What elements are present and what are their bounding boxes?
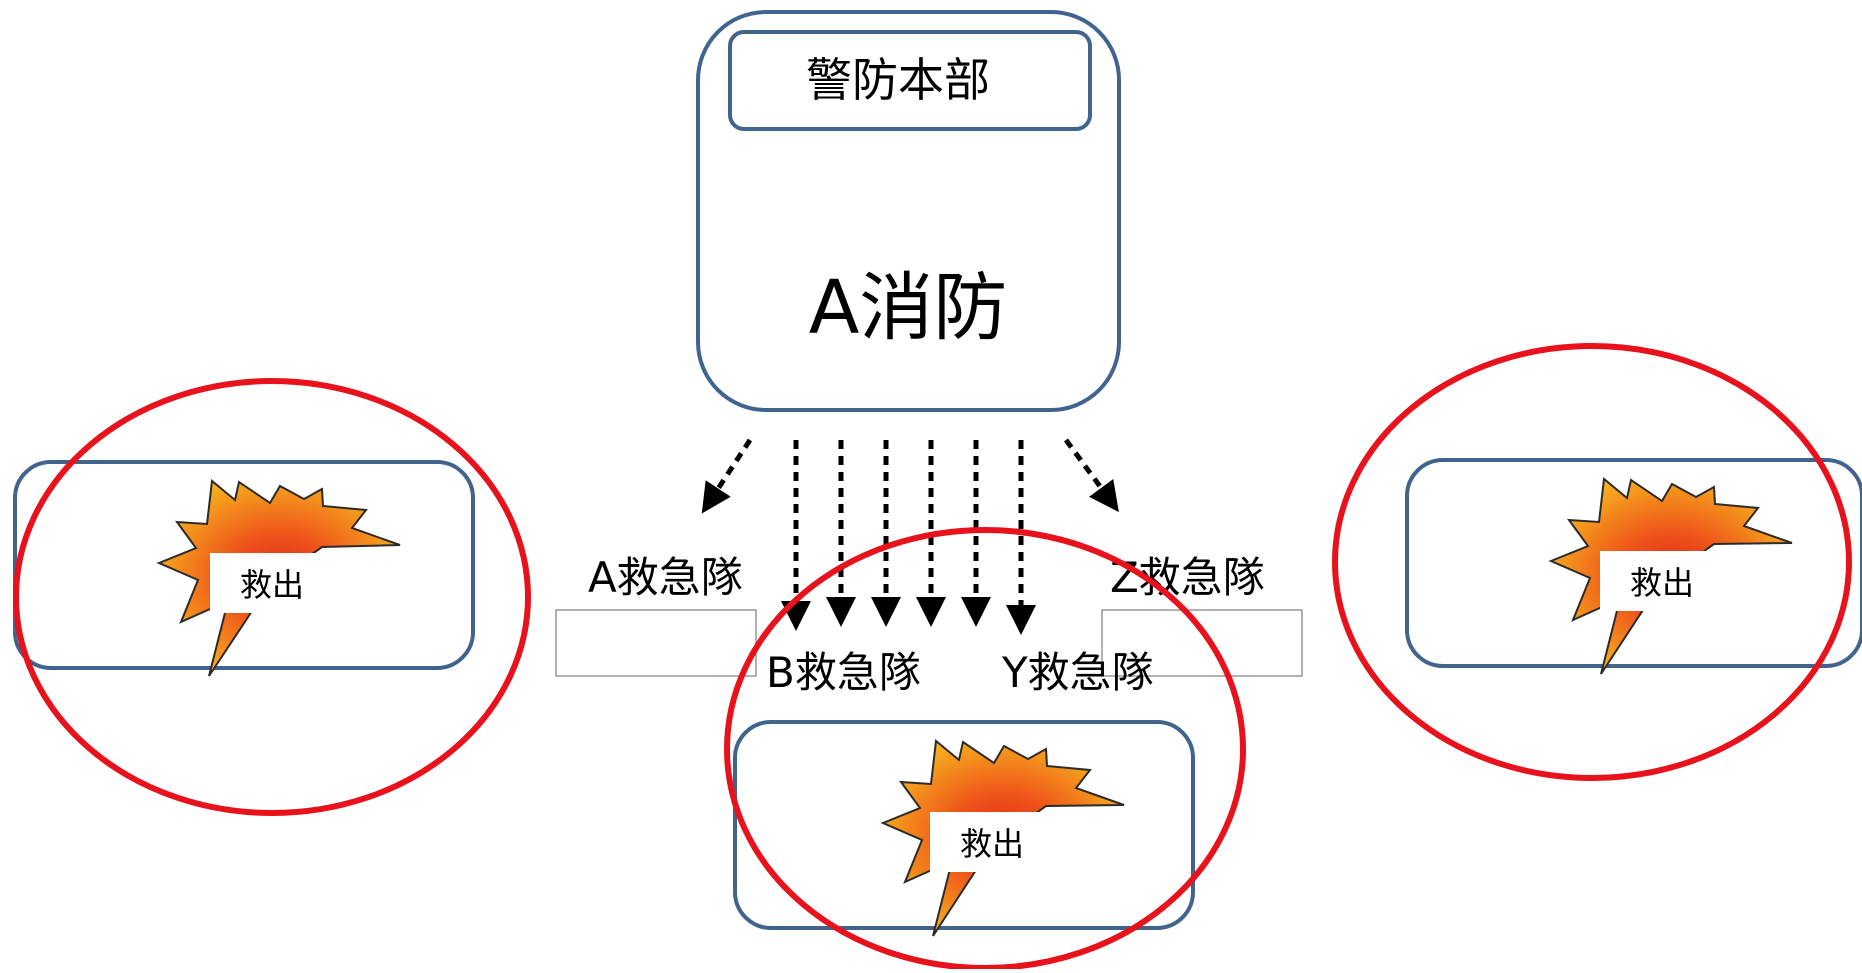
burst-icon <box>156 479 401 677</box>
z-team-box <box>1101 609 1303 677</box>
highlight-circle-center <box>724 527 1246 971</box>
highlight-circle-left <box>13 378 531 816</box>
arrow-to-a-team <box>701 438 753 514</box>
a-team-box <box>555 609 757 677</box>
rescue-label-box-center <box>930 812 1055 872</box>
hq-sub-box <box>728 30 1092 131</box>
rescue-label-center: 救出 <box>960 825 1024 863</box>
team-label-z: Z救急隊 <box>1110 553 1265 602</box>
dispatch-arrows <box>701 438 1119 635</box>
hq-sub-label: 警防本部 <box>806 53 990 107</box>
highlight-circle-right <box>1332 343 1852 781</box>
rescue-site-left: 救出 <box>13 378 531 816</box>
hq-main-label: A消防 <box>809 265 1008 351</box>
rescue-label-right: 救出 <box>1630 564 1694 602</box>
rescue-label-left: 救出 <box>240 566 304 604</box>
rescue-label-box-left <box>210 553 335 613</box>
rescue-site-center: 救出 <box>724 527 1246 971</box>
burst-icon <box>1548 477 1793 675</box>
team-label-y: Y救急隊 <box>1001 648 1154 697</box>
arrow-to-z-team <box>1063 438 1119 513</box>
rescue-site-right: 救出 <box>1332 343 1862 781</box>
burst-icon <box>880 739 1125 937</box>
rescue-label-box-right <box>1600 551 1725 611</box>
team-label-b: B救急隊 <box>766 648 921 697</box>
headquarters: 警防本部 A消防 <box>696 10 1121 412</box>
team-label-a: A救急隊 <box>588 553 743 602</box>
